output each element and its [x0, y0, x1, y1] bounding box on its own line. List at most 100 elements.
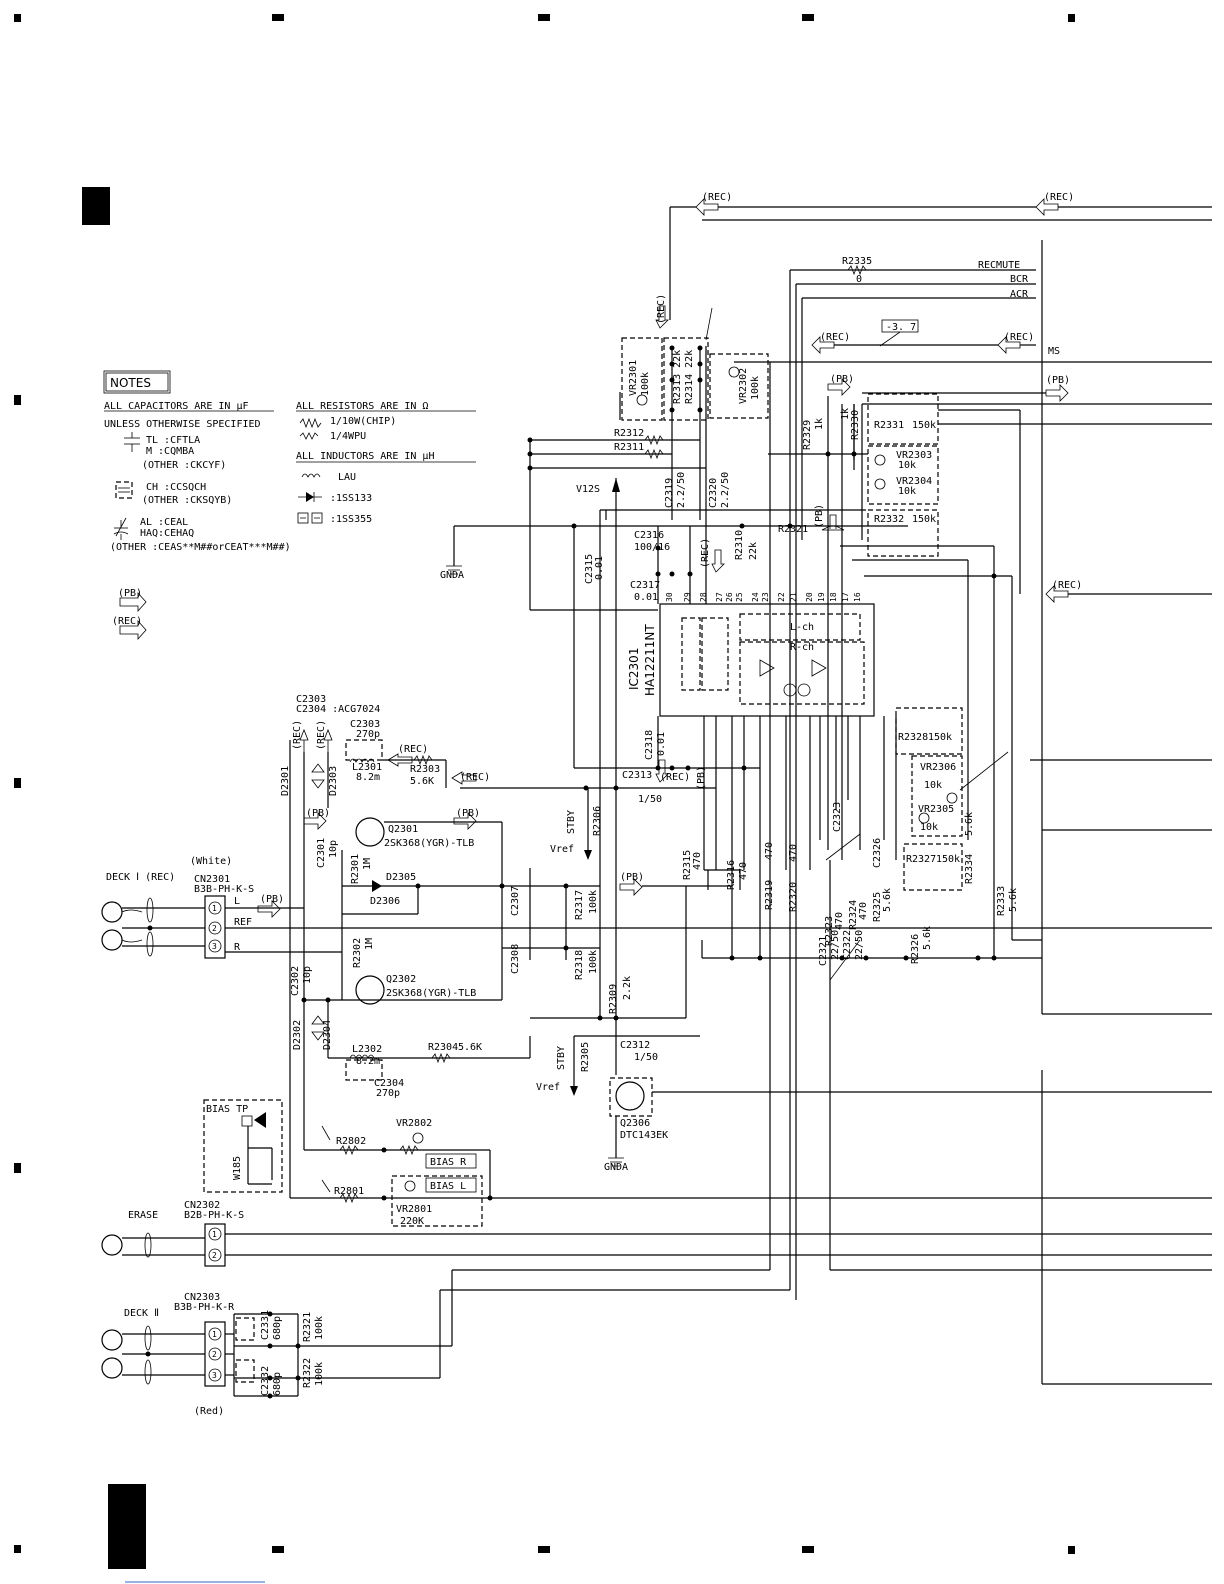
ref-37-label: -3. 7 [886, 322, 916, 333]
tape-head-icon [101, 1325, 152, 1385]
svg-text:150k: 150k [912, 420, 936, 431]
svg-text:R2301: R2301 [350, 854, 361, 884]
svg-text:Vref: Vref [536, 1082, 560, 1093]
svg-text:VR2306: VR2306 [920, 762, 956, 773]
pb-arrow-icon [453, 812, 477, 830]
svg-text:5.6k: 5.6k [882, 888, 893, 912]
inductor-icon [349, 758, 375, 763]
svg-text:2: 2 [212, 1350, 217, 1359]
svg-text:(REC): (REC) [656, 294, 667, 324]
r2311-label: R2311 [614, 442, 644, 453]
svg-text:C2308: C2308 [510, 944, 521, 974]
svg-text:2.2k: 2.2k [622, 976, 633, 1000]
svg-text:R2324: R2324 [848, 900, 859, 930]
svg-text:D2301: D2301 [280, 766, 291, 796]
svg-text:R2317: R2317 [574, 890, 585, 920]
svg-text:30: 30 [665, 592, 674, 602]
cap-other1: (OTHER :CKCYF) [142, 460, 226, 471]
gnda-label: GNDA [440, 570, 464, 581]
svg-text:R2326: R2326 [910, 934, 921, 964]
svg-text:R2331: R2331 [874, 420, 904, 431]
trimmer-icon [874, 454, 886, 466]
svg-text:STBY: STBY [566, 810, 577, 834]
svg-text:R2322: R2322 [302, 1358, 313, 1388]
svg-text:22/50: 22/50 [854, 930, 865, 960]
svg-text:10p: 10p [302, 966, 313, 984]
erase-head-icon [101, 1232, 152, 1258]
svg-text:22k: 22k [748, 542, 759, 560]
svg-text:R2309: R2309 [608, 984, 619, 1014]
svg-text:GNDA: GNDA [604, 1162, 628, 1173]
diode-icon [372, 880, 382, 892]
svg-text:DTC143EK: DTC143EK [620, 1130, 668, 1141]
svg-text:C2322: C2322 [842, 930, 853, 960]
svg-text:B3B-PH-K-R: B3B-PH-K-R [174, 1302, 235, 1313]
svg-text:(REC): (REC) [316, 720, 327, 750]
svg-text:STBY: STBY [556, 1046, 567, 1070]
svg-text:D2306: D2306 [370, 896, 400, 907]
svg-text:(PB): (PB) [456, 808, 480, 819]
trimmer-icon [728, 366, 740, 378]
svg-text:(PB): (PB) [830, 374, 854, 385]
svg-text:5.6k: 5.6k [922, 926, 933, 950]
bias-section: BIAS TP W185 R2802 VR2802 BIAS R R2801 B… [203, 740, 1212, 1227]
svg-text:150k: 150k [936, 854, 960, 865]
cap-other2: (OTHER :CKSQYB) [142, 495, 232, 506]
svg-text:100/16: 100/16 [634, 542, 670, 553]
svg-text:R2321: R2321 [778, 524, 808, 535]
svg-text:(REC): (REC) [1044, 192, 1074, 203]
svg-text:22/50: 22/50 [830, 930, 841, 960]
svg-text:470: 470 [692, 852, 703, 870]
svg-text:8.2m: 8.2m [356, 1056, 380, 1067]
svg-text:1: 1 [212, 1330, 217, 1339]
svg-text:29: 29 [683, 592, 692, 602]
v12s-label: V12S [576, 484, 600, 495]
svg-text:(REC): (REC) [820, 332, 850, 343]
svg-text:C2307: C2307 [510, 886, 521, 916]
svg-text:R2315: R2315 [682, 850, 693, 880]
svg-text:CN2302: CN2302 [184, 1200, 220, 1211]
pb-arrow-icon [257, 900, 281, 918]
svg-text:1k: 1k [840, 408, 851, 420]
svg-text:R2303: R2303 [410, 764, 440, 775]
bias-tp-label: BIAS TP [206, 1104, 248, 1115]
svg-text:100k: 100k [750, 376, 761, 400]
r2312-label: R2312 [614, 428, 644, 439]
notes-block: NOTES ALL CAPACITORS ARE IN µF UNLESS OT… [103, 370, 476, 641]
erase-section: ERASE CN2302 B2B-PH-K-S 1 2 [101, 1200, 1212, 1267]
svg-text:(White): (White) [190, 856, 232, 867]
svg-text:(PB): (PB) [620, 872, 644, 883]
fet-q2302-icon [355, 975, 385, 1005]
svg-text:680p: 680p [272, 1316, 283, 1340]
ic-name: IC2301 [627, 648, 641, 690]
deck1-r-channel: C2302 10p R2302 1M Q2302 2SK368(YGR)-TLB… [290, 886, 1212, 1173]
svg-text:CN2301: CN2301 [194, 874, 230, 885]
svg-text:5.6k: 5.6k [964, 812, 975, 836]
svg-text:C2318: C2318 [644, 730, 655, 760]
svg-text:Q2301: Q2301 [388, 824, 418, 835]
svg-text:(PB): (PB) [306, 808, 330, 819]
svg-text:100k: 100k [640, 372, 651, 396]
svg-text:C2302: C2302 [290, 966, 301, 996]
cn2301-connector [204, 895, 226, 959]
vr2303-vr2304-block: (PB) R2331 150k VR2303 10k VR2304 10k R2… [619, 270, 1212, 1300]
svg-text:10k: 10k [924, 780, 942, 791]
svg-text:VR2303: VR2303 [896, 450, 932, 461]
svg-text:W185: W185 [232, 1156, 243, 1180]
svg-text:(REC): (REC) [1052, 580, 1082, 591]
lower-bus [439, 860, 1212, 1385]
svg-text:5.6k: 5.6k [1008, 888, 1019, 912]
notes-title: NOTES [110, 376, 151, 390]
svg-text:L2301: L2301 [352, 762, 382, 773]
svg-text:19: 19 [817, 592, 826, 602]
svg-text:R2302: R2302 [352, 938, 363, 968]
svg-text:2SK368(YGR)-TLB: 2SK368(YGR)-TLB [386, 988, 476, 999]
svg-text:C2304 :ACG7024: C2304 :ACG7024 [296, 704, 380, 715]
svg-text:(REC): (REC) [112, 616, 142, 627]
svg-text:C2313: C2313 [622, 770, 652, 781]
svg-text:R2310: R2310 [734, 530, 745, 560]
svg-text:R2319: R2319 [764, 880, 775, 910]
svg-text:R2320: R2320 [788, 882, 799, 912]
cn2302-connector [204, 1223, 226, 1267]
svg-text:B3B-PH-K-S: B3B-PH-K-S [194, 884, 254, 895]
